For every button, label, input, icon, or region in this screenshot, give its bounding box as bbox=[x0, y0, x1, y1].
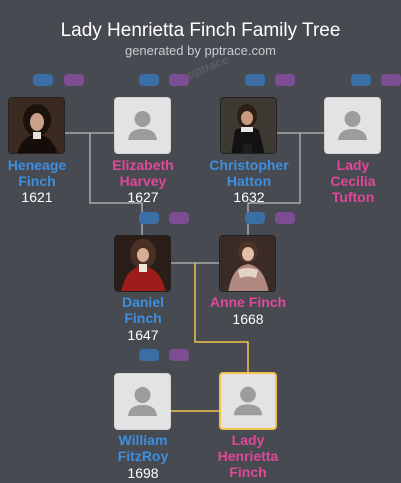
add-father-button[interactable] bbox=[245, 212, 265, 224]
add-mother-button[interactable] bbox=[275, 212, 295, 224]
add-father-button[interactable] bbox=[139, 349, 159, 361]
avatar-placeholder[interactable] bbox=[324, 97, 381, 154]
avatar-placeholder-selected[interactable] bbox=[219, 372, 277, 430]
add-father-button[interactable] bbox=[139, 212, 159, 224]
descent-line-to-henrietta bbox=[194, 263, 249, 373]
add-mother-button[interactable] bbox=[275, 74, 295, 86]
add-father-button[interactable] bbox=[351, 74, 371, 86]
person-silhouette-icon bbox=[233, 386, 263, 416]
add-mother-button[interactable] bbox=[169, 74, 189, 86]
birth-year: 1698 bbox=[127, 465, 159, 481]
birth-year: 1627 bbox=[127, 189, 159, 205]
birth-year: 1621 bbox=[21, 189, 53, 205]
add-father-button[interactable] bbox=[33, 74, 53, 86]
page-subtitle: generated by pptrace.com bbox=[124, 43, 277, 58]
avatar-placeholder[interactable] bbox=[114, 373, 171, 430]
birth-year: 1632 bbox=[233, 189, 265, 205]
portrait-heneage-finch[interactable] bbox=[8, 97, 65, 154]
add-mother-button[interactable] bbox=[169, 212, 189, 224]
add-mother-button[interactable] bbox=[64, 74, 84, 86]
avatar-placeholder[interactable] bbox=[114, 97, 171, 154]
birth-year: 1647 bbox=[127, 327, 159, 343]
add-father-button[interactable] bbox=[139, 74, 159, 86]
portrait-anne-finch[interactable] bbox=[219, 235, 276, 292]
add-mother-button[interactable] bbox=[381, 74, 401, 86]
person-silhouette-icon bbox=[128, 111, 157, 140]
add-father-button[interactable] bbox=[245, 74, 265, 86]
add-mother-button[interactable] bbox=[169, 349, 189, 361]
portrait-christopher-hatton[interactable] bbox=[220, 97, 277, 154]
person-silhouette-icon bbox=[128, 387, 157, 416]
person-name[interactable]: Anne Finch bbox=[209, 294, 287, 310]
page-title: Lady Henrietta Finch Family Tree bbox=[60, 20, 341, 41]
birth-year: 1668 bbox=[232, 311, 264, 327]
portrait-daniel-finch[interactable] bbox=[114, 235, 171, 292]
person-silhouette-icon bbox=[338, 111, 367, 140]
